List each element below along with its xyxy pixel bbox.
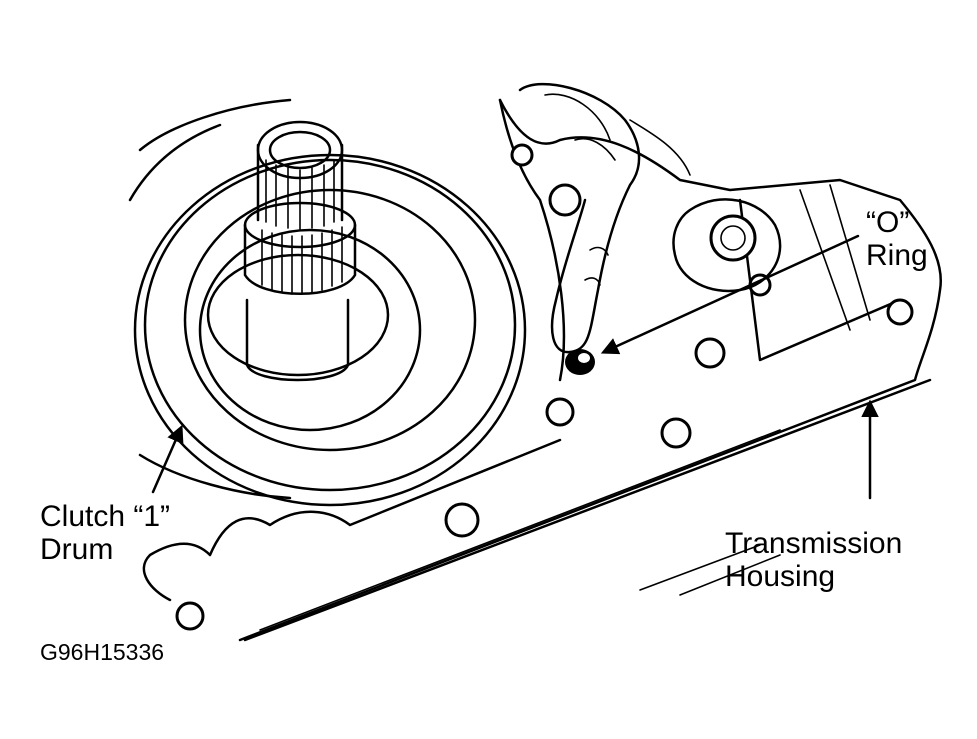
bolt-hole xyxy=(444,502,480,538)
o-ring-highlight xyxy=(578,353,590,363)
o-ring-label: “O” Ring xyxy=(866,206,928,272)
valve-boss xyxy=(672,198,782,293)
transmission-housing-label-line1: Transmission xyxy=(725,527,903,560)
clutch-drum-label-line2: Drum xyxy=(40,533,114,566)
bolt-hole xyxy=(694,337,726,369)
bolt-hole xyxy=(886,298,914,326)
clutch-drum-label: Clutch “1” Drum xyxy=(40,500,170,566)
clutch-drum-label-line1: Clutch “1” xyxy=(40,500,171,533)
bolt-hole xyxy=(545,397,575,427)
bolt-hole xyxy=(510,143,534,167)
o-ring-label-line2: Ring xyxy=(866,239,928,272)
figure-id: G96H15336 xyxy=(40,639,165,665)
o-ring-label-line1: “O” xyxy=(866,206,910,239)
bolt-hole xyxy=(175,601,205,631)
clutch-drum xyxy=(128,98,527,507)
bolt-hole xyxy=(548,183,582,217)
o-ring-marker xyxy=(565,349,595,375)
transmission-housing-label-line2: Housing xyxy=(725,560,836,593)
technician-finger xyxy=(518,82,691,354)
bolt-hole xyxy=(660,417,692,449)
housing-plate xyxy=(142,98,943,642)
input-shaft xyxy=(243,120,357,382)
o-ring-arrow xyxy=(600,234,860,355)
clutch-drum-arrow xyxy=(151,424,184,494)
transmission-housing-label: Transmission Housing xyxy=(725,527,902,593)
